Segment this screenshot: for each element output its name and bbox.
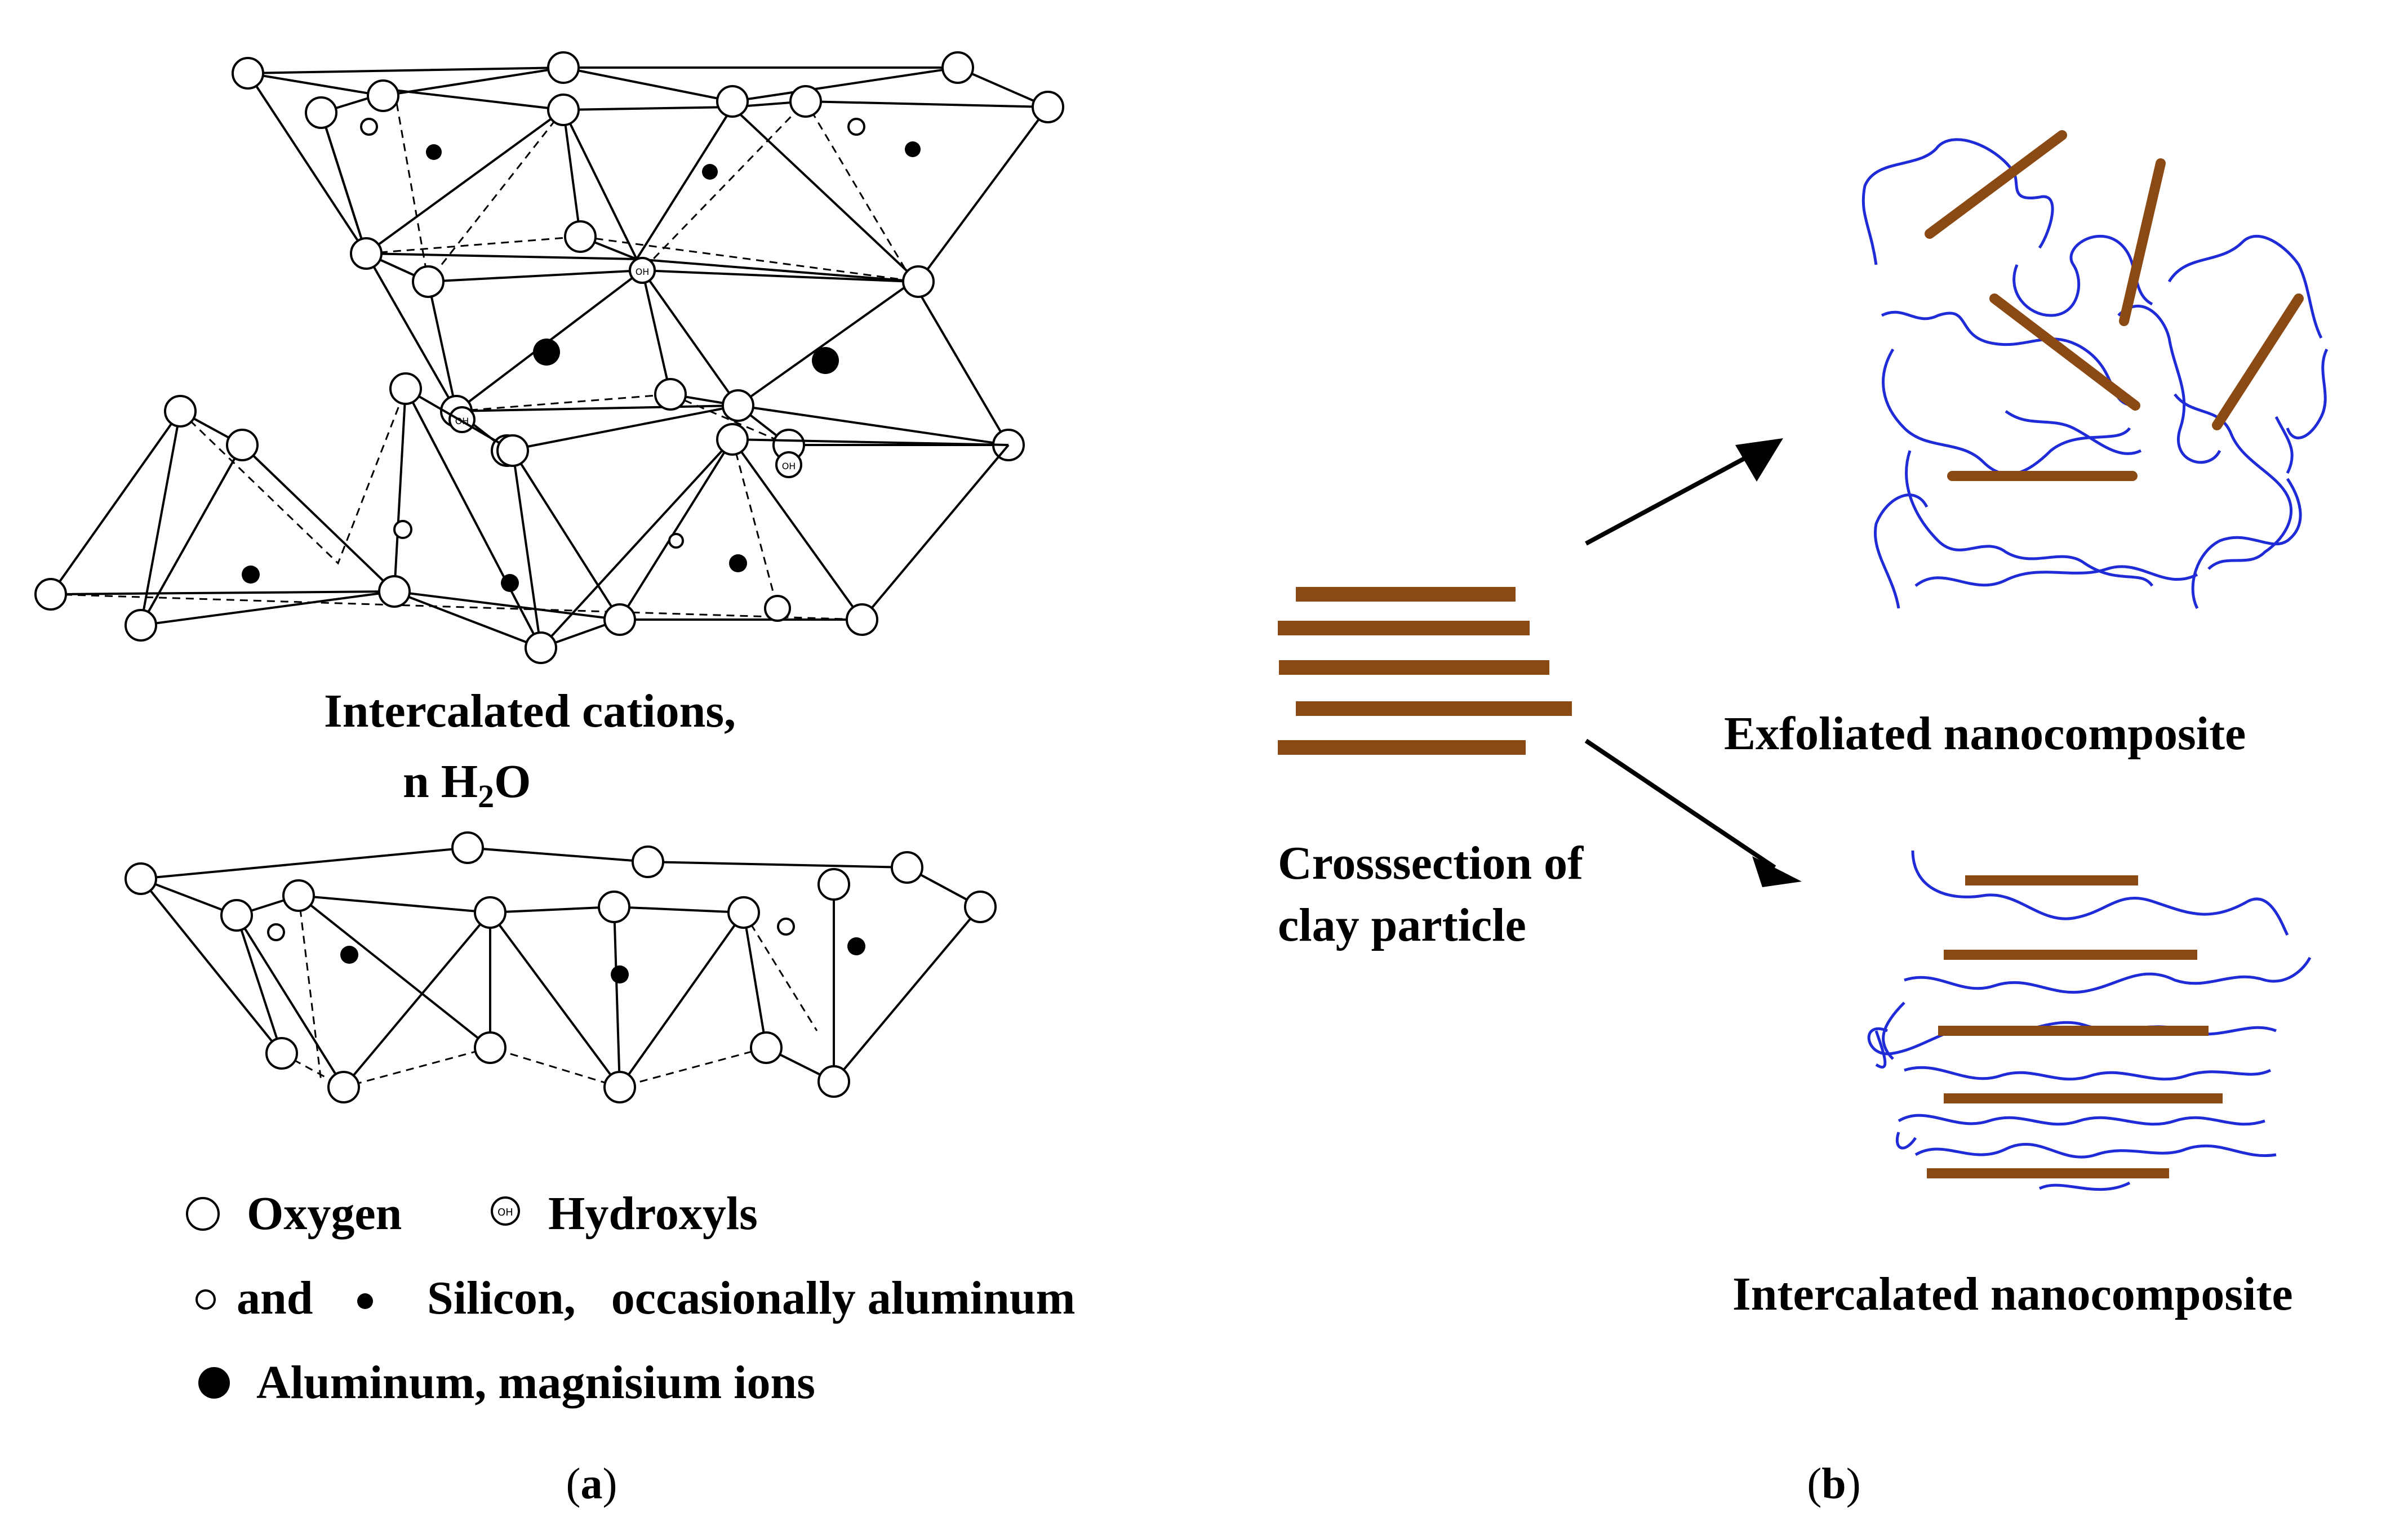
upper-layer-tetrahedral-sheet: [34, 372, 1010, 664]
upper-clay-layer: OH OH OH: [34, 51, 1064, 664]
silicon-open-legend-icon: [195, 1289, 216, 1310]
interlayer-label-line2: n H2O: [403, 755, 531, 814]
arrow-to-exfoliated: [1585, 440, 1776, 546]
clay-particle-label-line2: clay particle: [1278, 899, 1526, 951]
exfoliated-polymer-chains: [1861, 138, 2329, 609]
clay-particle-label-line1: Crosssection of: [1278, 837, 1584, 889]
exfoliated-clay-platelets: [1925, 130, 2304, 481]
legend-silicon-label: Silicon, occasionally aluminum: [427, 1272, 1076, 1324]
clay-platelet: [1925, 130, 2067, 239]
intercalated-clay-platelets: [1927, 875, 2223, 1178]
oxygen-legend-icon: [186, 1197, 220, 1231]
intercalated-nanocomposite: [1867, 850, 2312, 1191]
silicon-filled-legend-icon: [357, 1293, 373, 1309]
clay-platelet: [2119, 158, 2166, 326]
interlayer-label-line1: Intercalated cations,: [324, 685, 736, 737]
intercalated-label: Intercalated nanocomposite: [1732, 1268, 2293, 1320]
arrowhead-intercalated: [1752, 856, 1802, 887]
panel-a-caption: (a): [566, 1459, 617, 1508]
hydroxyl-legend-icon: [491, 1196, 520, 1226]
upper-layer-atoms: OH OH OH: [232, 51, 1064, 478]
panel-b: Crosssection of clay particle: [1278, 130, 2329, 1508]
intercalated-polymer-chains: [1867, 850, 2312, 1191]
lower-clay-layer: [125, 831, 997, 1103]
svg-text:OH: OH: [636, 266, 650, 277]
clay-platelet: [2212, 293, 2304, 430]
hydroxyl-legend-symbol: OH: [497, 1207, 513, 1218]
panel-b-caption: (b): [1807, 1459, 1860, 1508]
aluminum-legend-icon: [198, 1367, 230, 1399]
arrowhead-exfoliated: [1735, 438, 1783, 482]
clay-particle-stack: [1278, 587, 1572, 755]
structure-legend: Oxygen OH Hydroxyls and Silicon, occasio…: [186, 1187, 1076, 1409]
exfoliated-nanocomposite: [1861, 130, 2329, 609]
exfoliated-label: Exfoliated nanocomposite: [1724, 707, 2246, 760]
arrow-to-intercalated: [1584, 738, 1776, 870]
clay-platelet: [1989, 293, 2140, 411]
legend-and-label: and: [237, 1272, 313, 1324]
panel-a: OH OH OH: [34, 51, 1076, 1508]
legend-aluminum-label: Aluminum, magnisium ions: [256, 1356, 815, 1409]
legend-hydroxyls-label: Hydroxyls: [548, 1187, 758, 1240]
process-arrows: [1584, 438, 1802, 887]
legend-oxygen-label: Oxygen: [247, 1187, 402, 1240]
svg-text:OH: OH: [782, 461, 796, 471]
